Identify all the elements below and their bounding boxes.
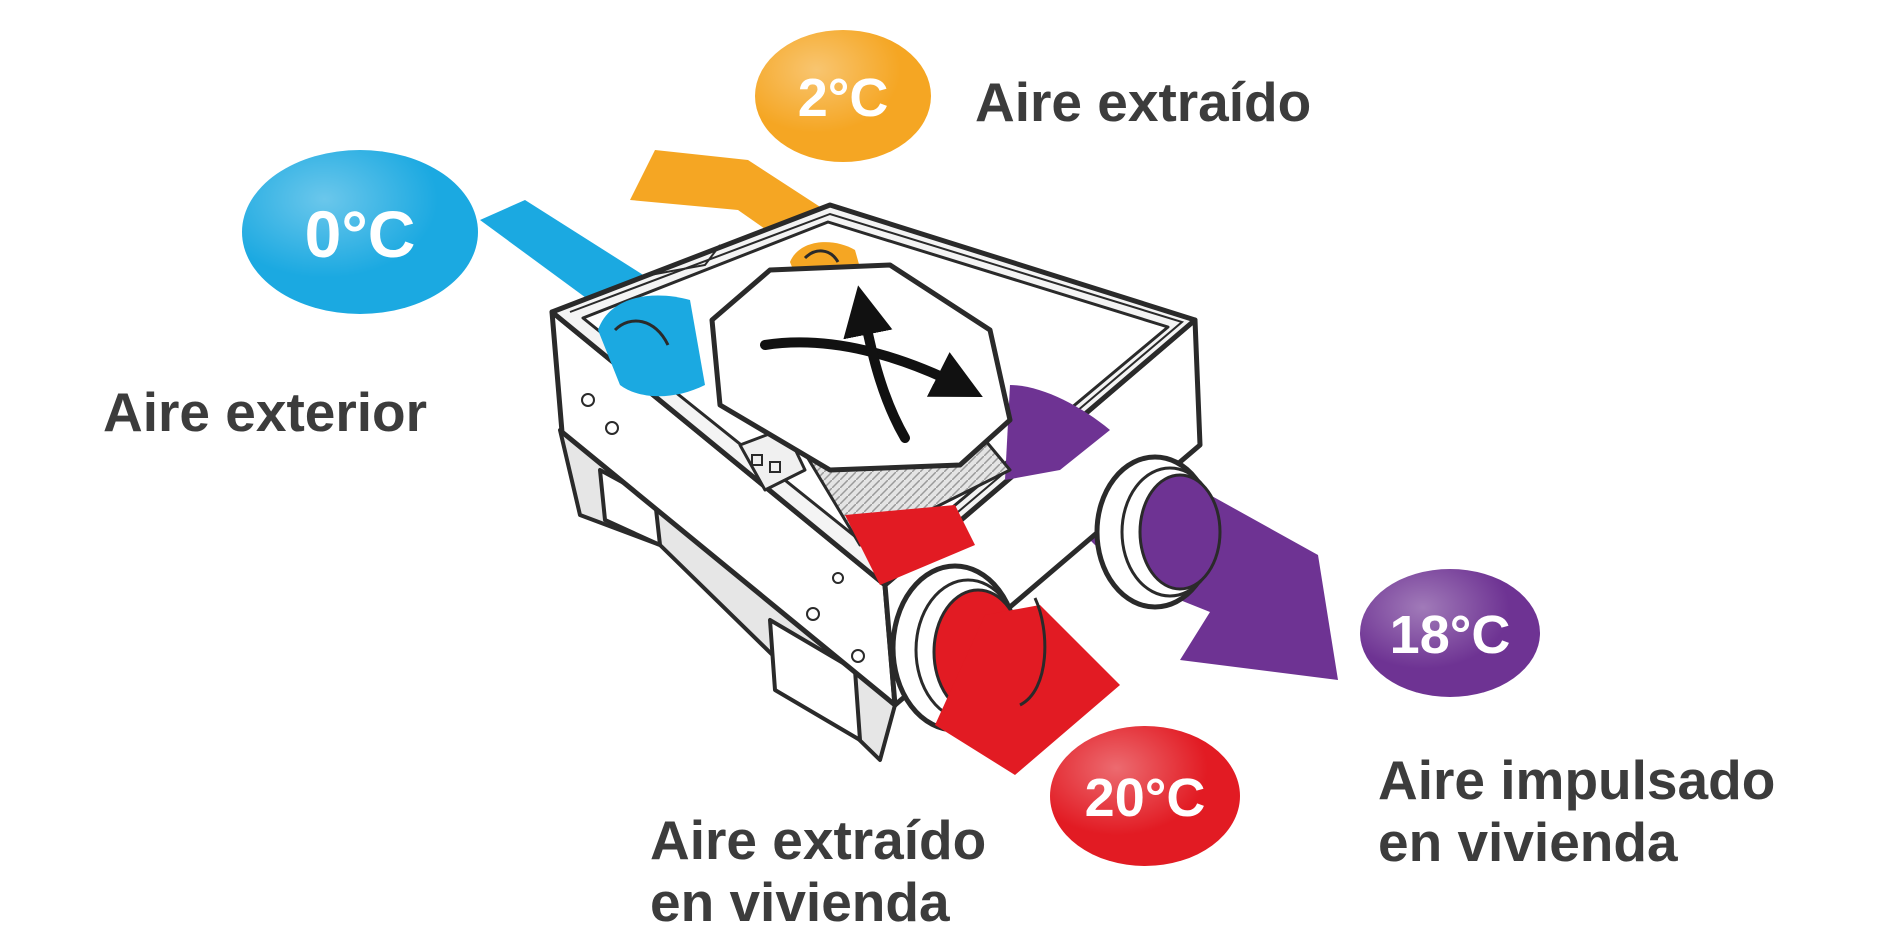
supply-air-label: Aire impulsado en vivienda (1378, 749, 1776, 873)
outdoor-fan (598, 295, 705, 397)
outdoor-air-label: Aire exterior (103, 381, 428, 444)
ventilation-unit (549, 202, 1222, 762)
extract-air-label: Aire extraído en vivienda (650, 809, 987, 933)
supply-interior-flow (1005, 385, 1110, 480)
exhaust-air-label-line1: Aire extraído (975, 71, 1312, 133)
crossflow-arrow-2 (843, 285, 910, 443)
extract-air-label-line1: Aire extraído (650, 809, 987, 871)
exhaust-temp-value: 2°C (798, 68, 889, 128)
extract-interior-flow (845, 505, 975, 585)
exhaust-temp-badge: 2°C (755, 30, 931, 162)
unit-leg-right (768, 618, 862, 742)
supply-air-label-line1: Aire impulsado (1378, 749, 1776, 811)
supply-temp-badge: 18°C (1360, 569, 1540, 697)
outdoor-air-label-line1: Aire exterior (103, 381, 428, 443)
extract-temp-value: 20°C (1085, 768, 1206, 828)
crossflow-arrow-1 (760, 337, 983, 398)
supply-duct-collar (1094, 454, 1222, 610)
outdoor-temp-badge: 0°C (242, 150, 478, 314)
extract-temp-badge: 20°C (1050, 726, 1240, 866)
extract-air-label-line2: en vivienda (650, 870, 950, 933)
supply-air-label-line2: en vivienda (1378, 810, 1678, 873)
outdoor-temp-value: 0°C (305, 197, 416, 271)
supply-temp-value: 18°C (1390, 605, 1511, 665)
exhaust-air-label: Aire extraído (975, 71, 1312, 134)
extract-air-arrow (935, 605, 1120, 775)
